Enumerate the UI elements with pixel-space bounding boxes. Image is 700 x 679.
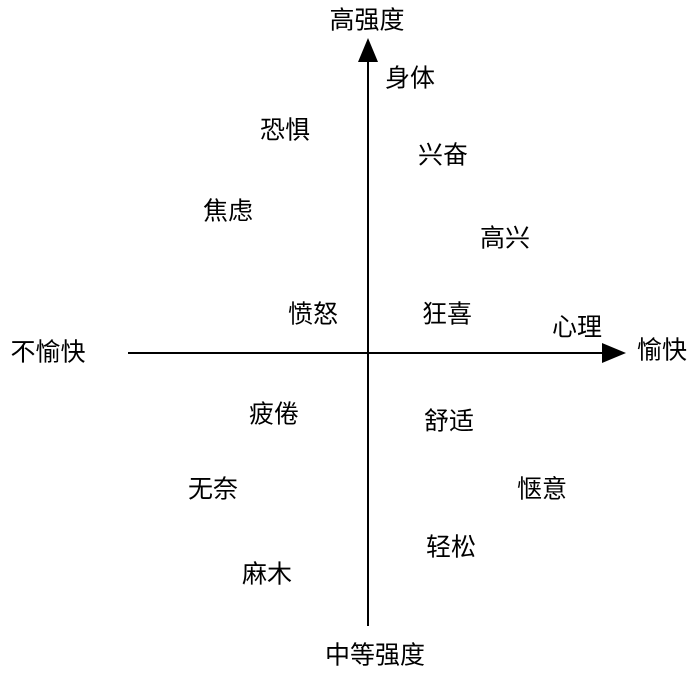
horizontal-axis-arrow bbox=[602, 343, 626, 363]
axis-label-unpleasant: 不愉快 bbox=[10, 337, 86, 367]
label-excited: 兴奋 bbox=[417, 140, 469, 170]
axis-label-pleasant: 愉快 bbox=[636, 335, 688, 365]
axis-label-high-intensity: 高强度 bbox=[329, 5, 405, 35]
label-ecstasy: 狂喜 bbox=[421, 299, 473, 329]
label-fear: 恐惧 bbox=[259, 115, 311, 145]
label-numb: 麻木 bbox=[241, 559, 293, 589]
label-relaxed: 轻松 bbox=[425, 532, 477, 562]
axis-label-medium-intensity: 中等强度 bbox=[324, 640, 426, 670]
label-anger: 愤怒 bbox=[287, 299, 339, 329]
label-anxiety: 焦虑 bbox=[202, 196, 254, 226]
vertical-axis-arrow bbox=[358, 38, 378, 62]
label-tired: 疲倦 bbox=[248, 399, 300, 429]
label-helpless: 无奈 bbox=[187, 474, 239, 504]
label-comfortable: 舒适 bbox=[423, 406, 475, 436]
label-mind: 心理 bbox=[551, 312, 603, 342]
label-pleased: 惬意 bbox=[516, 474, 568, 504]
label-body: 身体 bbox=[384, 63, 436, 93]
label-happy: 高兴 bbox=[479, 223, 531, 253]
